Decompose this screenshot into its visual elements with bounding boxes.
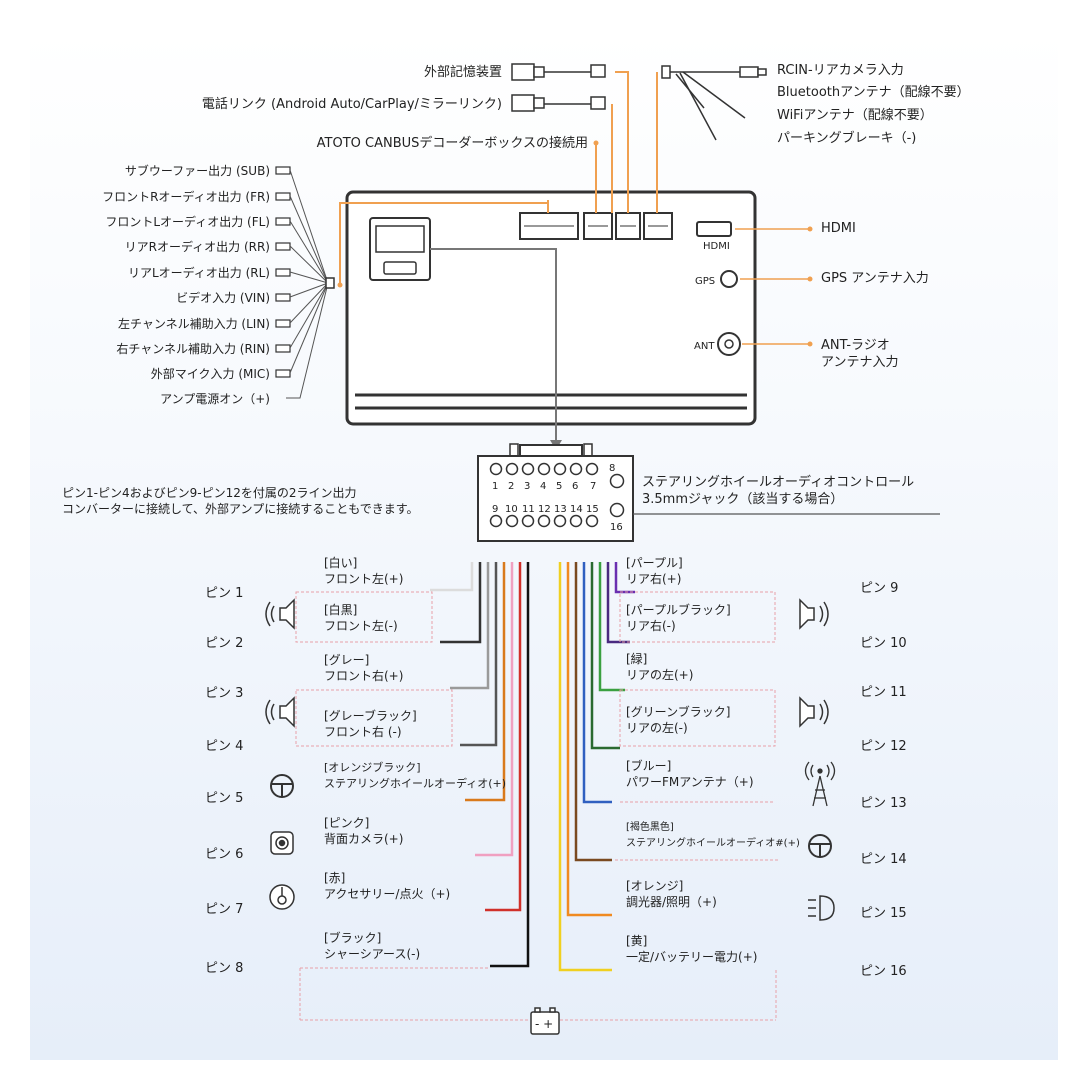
- gps-small-label: GPS: [695, 276, 716, 287]
- hdmi-small-label: HDMI: [703, 241, 730, 252]
- pin-1-label: [白い] フロント左(+): [324, 556, 404, 586]
- input-rin: 右チャンネル補助入力 (RIN): [116, 342, 270, 356]
- pin-12-label: [グリーンブラック] リアの左(-): [626, 705, 731, 735]
- bluetooth-label: Bluetoothアンテナ（配線不要）: [777, 85, 970, 100]
- parking-label: パーキングブレーキ（-): [777, 131, 917, 146]
- pin-15: ピン 15: [860, 906, 907, 921]
- pin-1: ピン 1: [205, 586, 244, 601]
- pin-9: ピン 9: [860, 581, 899, 596]
- pin-num: 12: [538, 504, 551, 515]
- pin-3: ピン 3: [205, 686, 244, 701]
- pin-num: 10: [505, 504, 518, 515]
- pin-13-label: [ブルー] パワーFMアンテナ（+): [626, 759, 754, 789]
- pin-5-label: [オレンジブラック] ステアリングホイールオーディオ(+): [324, 761, 507, 790]
- speaker-icon: [799, 598, 829, 630]
- external-storage-label: 外部記憶装置: [423, 65, 502, 80]
- steering-wheel-icon: [808, 834, 832, 858]
- pin-num: 5: [556, 481, 563, 492]
- pin-num: 4: [540, 481, 547, 492]
- pin-2: ピン 2: [205, 636, 244, 651]
- phone-link-label: 電話リンク (Android Auto/CarPlay/ミラーリンク): [201, 97, 502, 112]
- output-fr: フロントRオーディオ出力 (FR): [102, 190, 270, 204]
- pin-num: 16: [610, 522, 623, 533]
- pin-16-label: [黄] 一定/バッテリー電力(+): [626, 934, 758, 964]
- pin-num: 15: [586, 504, 599, 515]
- pin-15-label: [オレンジ] 調光器/照明（+): [626, 879, 717, 909]
- pin-num: 7: [590, 481, 597, 492]
- usb-plug-phone: [511, 94, 606, 112]
- pin-14: ピン 14: [860, 852, 907, 867]
- pin-11-label: [緑] リアの左(+): [626, 652, 694, 682]
- gps-port: [720, 270, 738, 288]
- wifi-label: WiFiアンテナ（配線不要）: [777, 108, 933, 123]
- output-rr: リアRオーディオ出力 (RR): [124, 240, 270, 254]
- amp-power-on: アンプ電源オン（+): [160, 392, 270, 406]
- battery-label: - +: [535, 1017, 554, 1031]
- ant-label: ANT-ラジオ アンテナ入力: [821, 338, 899, 370]
- steering-note: ステアリングホイールオーディオコントロール 3.5mmジャック（該当する場合）: [642, 475, 915, 507]
- hdmi-label: HDMI: [821, 221, 856, 236]
- pin-10: ピン 10: [860, 636, 907, 651]
- speaker-icon: [265, 696, 295, 728]
- pin-num: 13: [554, 504, 567, 515]
- pin-3-label: [グレー] フロント右(+): [324, 653, 404, 683]
- output-sub: サブウーファー出力 (SUB): [124, 164, 270, 178]
- pin-8: ピン 8: [205, 961, 244, 976]
- speaker-icon: [799, 696, 829, 728]
- pin-9-label: [パープル] リア右(+): [626, 556, 683, 586]
- output-rl: リアLオーディオ出力 (RL): [127, 266, 270, 280]
- pin-16: ピン 16: [860, 964, 907, 979]
- pin-5: ピン 5: [205, 791, 244, 806]
- pin-num: 1: [492, 481, 499, 492]
- pin-11: ピン 11: [860, 685, 907, 700]
- pin-7: ピン 7: [205, 902, 244, 917]
- pin-num: 14: [570, 504, 583, 515]
- input-mic: 外部マイク入力 (MIC): [150, 367, 270, 381]
- pin-4: ピン 4: [205, 739, 244, 754]
- steering-wheel-icon: [270, 774, 294, 798]
- output-fl: フロントLオーディオ出力 (FL): [105, 215, 270, 229]
- pin-14-label: [褐色黒色] ステアリングホイールオーディオ#(+): [626, 822, 800, 849]
- pin-num: 11: [522, 504, 535, 515]
- rcin-label: RCIN-リアカメラ入力: [777, 63, 904, 78]
- pin-num: 2: [508, 481, 515, 492]
- ant-small-label: ANT: [694, 341, 715, 352]
- antenna-icon: [804, 761, 836, 807]
- pin-13: ピン 13: [860, 796, 907, 811]
- input-vin: ビデオ入力 (VIN): [176, 291, 270, 305]
- pin-num: 6: [572, 481, 579, 492]
- pin-4-label: [グレーブラック] フロント右 (-): [324, 709, 417, 739]
- canbus-label: ATOTO CANBUSデコーダーボックスの接続用: [316, 136, 588, 151]
- headlight-icon: [808, 895, 835, 921]
- pin-12: ピン 12: [860, 739, 907, 754]
- pin-num: 3: [524, 481, 531, 492]
- camera-icon: [270, 831, 294, 855]
- usb-plug-storage: [511, 63, 606, 81]
- pin-num: 9: [492, 504, 499, 515]
- amp-note: ピン1-ピン4およびピン9-ピン12を付属の2ライン出力 コンバーターに接続して…: [62, 486, 419, 516]
- pin-8-label: [ブラック] シャーシアース(-): [324, 931, 421, 961]
- gps-label: GPS アンテナ入力: [821, 271, 929, 286]
- ignition-icon: [269, 884, 295, 910]
- hdmi-port: [696, 221, 732, 237]
- speaker-icon: [265, 598, 295, 630]
- pin-2-label: [白黒] フロント左(-): [324, 603, 398, 633]
- pin-num: 8: [609, 463, 616, 474]
- pin-6-label: [ピンク] 背面カメラ(+): [324, 816, 404, 846]
- pin-6: ピン 6: [205, 847, 244, 862]
- pin-10-label: [パープルブラック] リア右(-): [626, 603, 731, 633]
- battery-icon: [530, 1007, 560, 1035]
- pin-7-label: [赤] アクセサリー/点火（+): [324, 871, 451, 901]
- input-lin: 左チャンネル補助入力 (LIN): [117, 317, 270, 331]
